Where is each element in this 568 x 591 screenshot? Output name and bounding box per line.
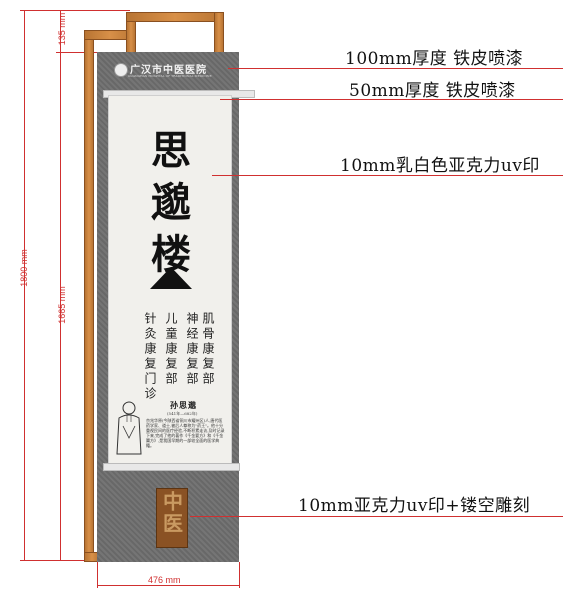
dim-top-height: 135 mm xyxy=(57,12,67,46)
person-bio: 京兆华原(今陕西省铜川市耀州区)人,唐代医药学家、道士,被后人尊称为"药王"。他… xyxy=(146,418,225,448)
wood-frame-left-outer xyxy=(84,30,94,562)
leader-mid-frame xyxy=(220,99,563,100)
wood-frame-right-inner xyxy=(214,12,224,54)
person-years: (541年—682年) xyxy=(167,411,198,416)
hospital-name: 广汉市中医医院 xyxy=(130,65,207,76)
person-name: 孙思邈 xyxy=(170,400,197,410)
wood-frame-top-inner xyxy=(126,12,224,22)
dim-panel-height: 1665 mm xyxy=(57,286,67,324)
annotation-top-panel: 100mm厚度 铁皮喷漆 xyxy=(345,49,524,69)
dim-line-panel xyxy=(60,52,61,560)
department-4: 针灸康复门诊 xyxy=(143,312,157,402)
dim-line-width xyxy=(97,585,239,586)
dim-total-height: 1800 mm xyxy=(19,249,29,287)
dim-line-top xyxy=(60,10,61,52)
building-name-char-2: 邈 xyxy=(151,179,191,226)
department-2: 神经康复部 xyxy=(185,312,199,387)
department-3: 儿童康复部 xyxy=(164,312,178,387)
dim-width: 476 mm xyxy=(148,575,181,585)
bottom-carving: 中医 xyxy=(156,488,188,548)
dim-tick-width-left xyxy=(97,562,98,588)
department-1: 肌骨康复部 xyxy=(201,312,215,387)
bottom-carving-text: 中医 xyxy=(159,491,184,535)
building-name-char-1: 思 xyxy=(151,127,191,174)
dim-tick-width-right xyxy=(239,562,240,588)
portrait-figure xyxy=(113,398,145,458)
header-logo-strip: 广汉市中医医院 GUANGHAN HOSPITAL OF TRADITIONAL… xyxy=(112,60,228,82)
leader-top-panel xyxy=(228,68,563,69)
annotation-mid-frame: 50mm厚度 铁皮喷漆 xyxy=(349,81,516,101)
hospital-name-en: GUANGHAN HOSPITAL OF TRADITIONAL MEDICIN… xyxy=(128,74,212,78)
leader-bottom xyxy=(190,516,563,517)
leader-scroll xyxy=(212,175,563,176)
dim-tick-total-top xyxy=(20,10,130,11)
annotation-bottom: 10mm亚克力uv印+镂空雕刻 xyxy=(298,496,531,516)
dim-line-total xyxy=(24,10,25,560)
direction-arrow-icon xyxy=(150,267,192,289)
annotation-scroll: 10mm乳白色亚克力uv印 xyxy=(340,156,540,176)
scroll-rod-bottom xyxy=(103,463,240,471)
hospital-logo-icon xyxy=(114,63,128,77)
dim-tick-total-bottom xyxy=(20,560,100,561)
